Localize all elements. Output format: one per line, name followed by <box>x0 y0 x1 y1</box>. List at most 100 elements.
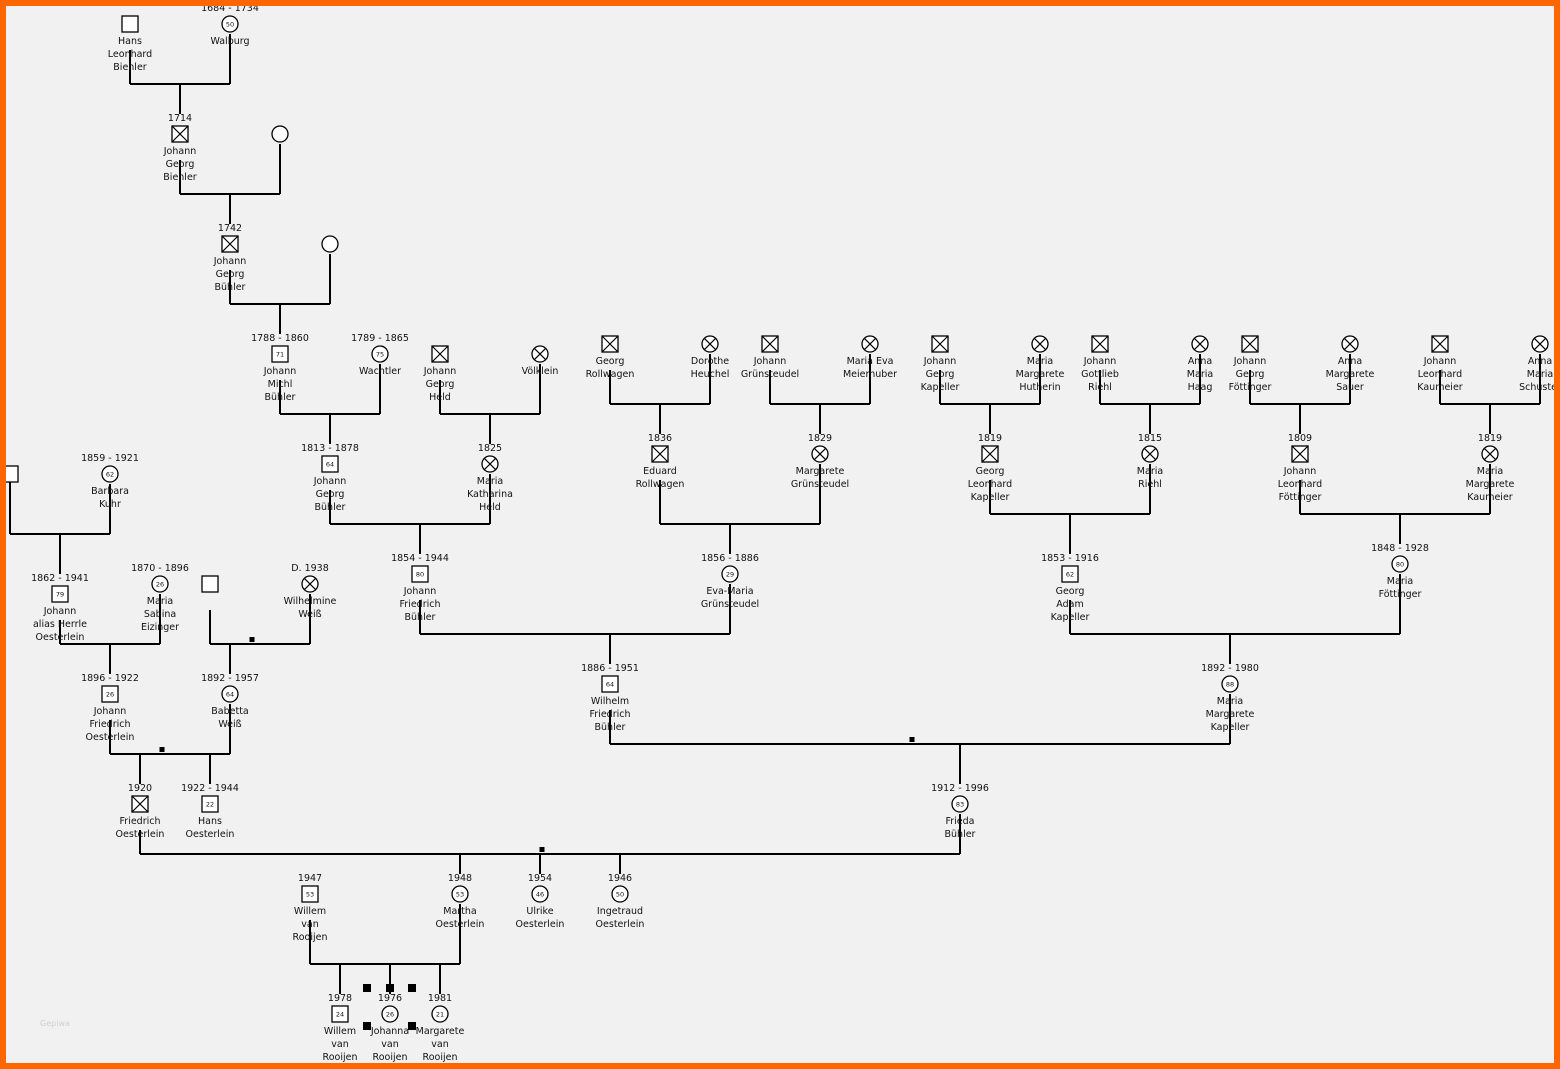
person-node-father-left[interactable] <box>6 465 19 483</box>
person-name-line: Leonhard <box>1418 369 1462 380</box>
resize-handle[interactable] <box>363 1022 371 1030</box>
person-name-line: Johanna <box>370 1026 409 1037</box>
person-name-line: Kapeller <box>1051 612 1090 623</box>
person-name-line: Friedrich <box>400 599 441 610</box>
person-name-line: Hans <box>118 36 142 47</box>
age-label: 46 <box>536 890 544 898</box>
person-node-am-schuster[interactable]: AnnaMariaSchuster <box>1519 335 1554 393</box>
person-name-line: Kuhr <box>99 499 121 510</box>
person-name-line: Hans <box>198 816 222 827</box>
person-name-line: Ingetraud <box>597 906 643 917</box>
selection-handles[interactable] <box>363 984 416 1030</box>
age-label: 50 <box>226 20 234 28</box>
union-connector <box>1099 354 1201 434</box>
deceased-cross-icon <box>131 795 149 813</box>
resize-handle[interactable] <box>363 984 371 992</box>
person-name-line: Kaumeier <box>1467 492 1512 503</box>
union-connector <box>1299 464 1491 544</box>
person-name-line: Friedrich <box>120 816 161 827</box>
female-circle-icon <box>371 345 389 363</box>
person-name-line: Ulrike <box>526 906 553 917</box>
resize-handle[interactable] <box>408 1022 416 1030</box>
person-node-voelklein[interactable]: Völklein <box>522 345 559 377</box>
person-name-line: Johann <box>163 146 197 157</box>
female-circle-icon <box>611 885 629 903</box>
life-dates: 1815 <box>1138 433 1162 444</box>
person-node-wife2[interactable] <box>321 235 339 253</box>
union-connector <box>439 364 541 444</box>
relationship-lines <box>9 34 1541 994</box>
age-label: 64 <box>226 690 234 698</box>
person-name-line: Rooijen <box>373 1052 408 1063</box>
resize-handle[interactable] <box>386 984 394 992</box>
person-name-line: Oesterlein <box>516 919 565 930</box>
union-connector <box>609 694 1231 784</box>
person-name-line: Kapeller <box>1211 722 1250 733</box>
life-dates: 1870 - 1896 <box>131 563 189 574</box>
union-connector <box>769 354 871 434</box>
female-circle-icon <box>151 575 169 593</box>
life-dates: 1813 - 1878 <box>301 443 359 454</box>
male-square-icon <box>321 455 339 473</box>
age-label: 22 <box>206 800 214 808</box>
deceased-cross-icon <box>1291 445 1309 463</box>
resize-handle[interactable] <box>408 984 416 992</box>
person-name-line: Johann <box>263 366 297 377</box>
person-name-line: Dorothe <box>691 356 729 367</box>
life-dates: 1853 - 1916 <box>1041 553 1099 564</box>
life-dates: 1981 <box>428 993 452 1004</box>
life-dates: 1854 - 1944 <box>391 553 449 564</box>
male-square-icon <box>331 1005 349 1023</box>
person-node-wife1[interactable] <box>271 125 289 143</box>
person-node-weiss-father[interactable] <box>201 575 219 593</box>
